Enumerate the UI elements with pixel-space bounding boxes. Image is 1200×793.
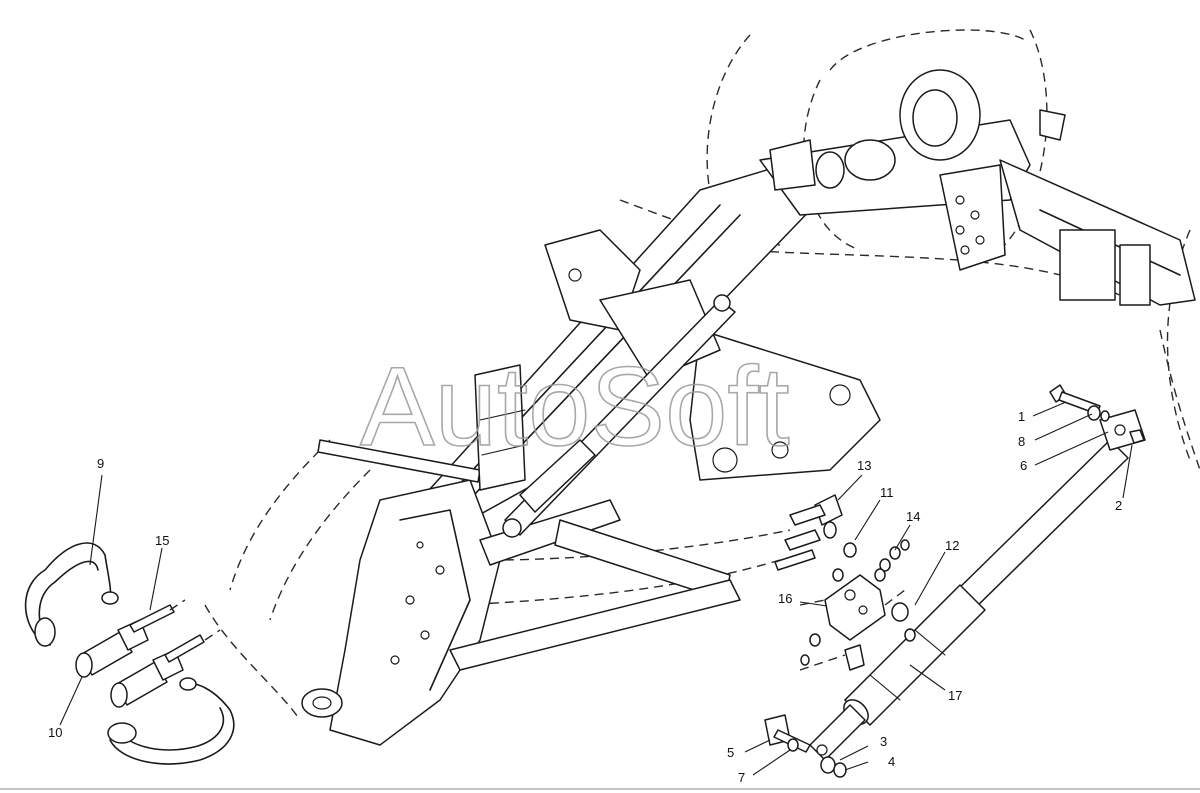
callout-13: 13 bbox=[857, 458, 871, 473]
callout-10: 10 bbox=[48, 725, 62, 740]
trailer-frame bbox=[301, 69, 1196, 746]
callout-11: 11 bbox=[880, 485, 894, 500]
callout-labels: 1 2 3 4 5 6 7 8 9 10 11 12 13 14 15 16 1… bbox=[48, 409, 1122, 785]
leader-lines bbox=[59, 401, 1133, 776]
installed-cylinder bbox=[502, 294, 736, 538]
callout-15: 15 bbox=[155, 533, 169, 548]
callout-7: 7 bbox=[738, 770, 745, 785]
lower-pin-hardware bbox=[764, 714, 847, 778]
coupler-parts bbox=[24, 542, 235, 765]
callout-5: 5 bbox=[727, 745, 734, 760]
callout-16: 16 bbox=[778, 591, 792, 606]
callout-12: 12 bbox=[945, 538, 959, 553]
callout-1: 1 bbox=[1018, 409, 1025, 424]
callout-3: 3 bbox=[880, 734, 887, 749]
callout-14: 14 bbox=[906, 509, 920, 524]
callout-2: 2 bbox=[1115, 498, 1122, 513]
callout-6: 6 bbox=[1020, 458, 1027, 473]
callout-8: 8 bbox=[1018, 434, 1025, 449]
watermark-text: AutoSoft bbox=[360, 344, 790, 469]
callout-9: 9 bbox=[97, 456, 104, 471]
valve-block-assembly bbox=[774, 494, 916, 671]
upper-pin-hardware bbox=[1049, 384, 1145, 444]
cylinder-part-17 bbox=[809, 409, 1146, 761]
callout-4: 4 bbox=[888, 754, 895, 769]
callout-17: 17 bbox=[948, 688, 962, 703]
